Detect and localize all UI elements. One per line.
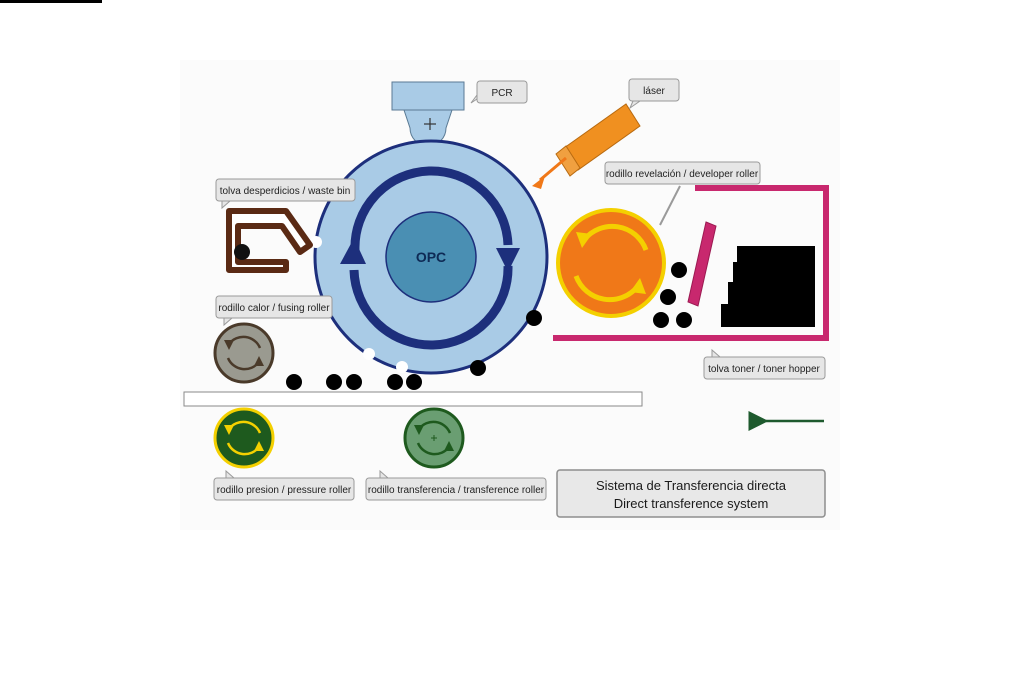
label-pcr: PCR [470,80,528,104]
opc-rotation-arrow-icon [496,248,520,272]
contact-dot [396,361,408,373]
system-title-box: Sistema de Transferencia directa Direct … [556,469,826,518]
label-laser: láser [628,78,680,110]
svg-text:tolva desperdicios / waste bin: tolva desperdicios / waste bin [220,186,351,197]
rotation-arrow-icon [224,340,234,350]
opc-label: OPC [416,249,446,265]
laser-beam [539,156,567,182]
svg-text:láser: láser [643,86,665,97]
label-developer-roller: rodillo revelación / developer roller [604,161,761,185]
developer-pointer [659,185,681,226]
rotation-arrow-icon [444,441,454,451]
opc-rotation-arrow-icon [340,238,366,264]
opc-drum: OPC [313,139,549,375]
rotation-arrow-icon [254,441,264,451]
label-fusing-roller: rodillo calor / fusing roller [215,295,333,327]
contact-dot [363,348,375,360]
svg-text:rodillo revelación / develope: rodillo revelación / developer roller [606,169,759,180]
svg-text:rodillo calor / fusing roller: rodillo calor / fusing roller [218,303,330,314]
rotation-arrow-icon [414,425,424,435]
svg-text:rodillo transferencia / transf: rodillo transferencia / transference rol… [368,485,545,496]
label-transference-roller: rodillo transferencia / transference rol… [365,469,547,501]
opc-core [385,211,477,303]
rotation-arrow-icon [576,232,592,248]
svg-text:rodillo presion / pressure rol: rodillo presion / pressure roller [217,485,352,496]
laser-arrow-icon [532,176,545,189]
laser-unit [532,103,641,189]
label-pressure-roller: rodillo presion / pressure roller [213,469,355,501]
toner-powder [721,246,815,327]
title-line-1: Sistema de Transferencia directa [596,478,787,493]
rotation-arrow-icon [254,356,264,366]
corner-bar [0,0,102,3]
fusing-roller [213,322,275,384]
label-toner-hopper: tolva toner / toner hopper [703,348,826,380]
transference-roller [403,407,465,469]
svg-text:PCR: PCR [491,88,512,99]
waste-bin [226,208,313,273]
toner-hopper [553,185,829,341]
rotation-arrow-icon [630,278,646,294]
pcr-unit [391,81,465,147]
rotation-arrow-icon [224,425,234,435]
label-waste-bin: tolva desperdicios / waste bin [215,178,356,210]
pressure-roller [213,407,275,469]
svg-text:tolva toner / toner hopper: tolva toner / toner hopper [708,364,820,375]
paper-sheet [183,391,643,407]
developer-roller [556,185,681,318]
toner-particles [286,262,692,390]
waste-toner-particle [234,244,250,260]
title-line-2: Direct transference system [614,496,769,511]
